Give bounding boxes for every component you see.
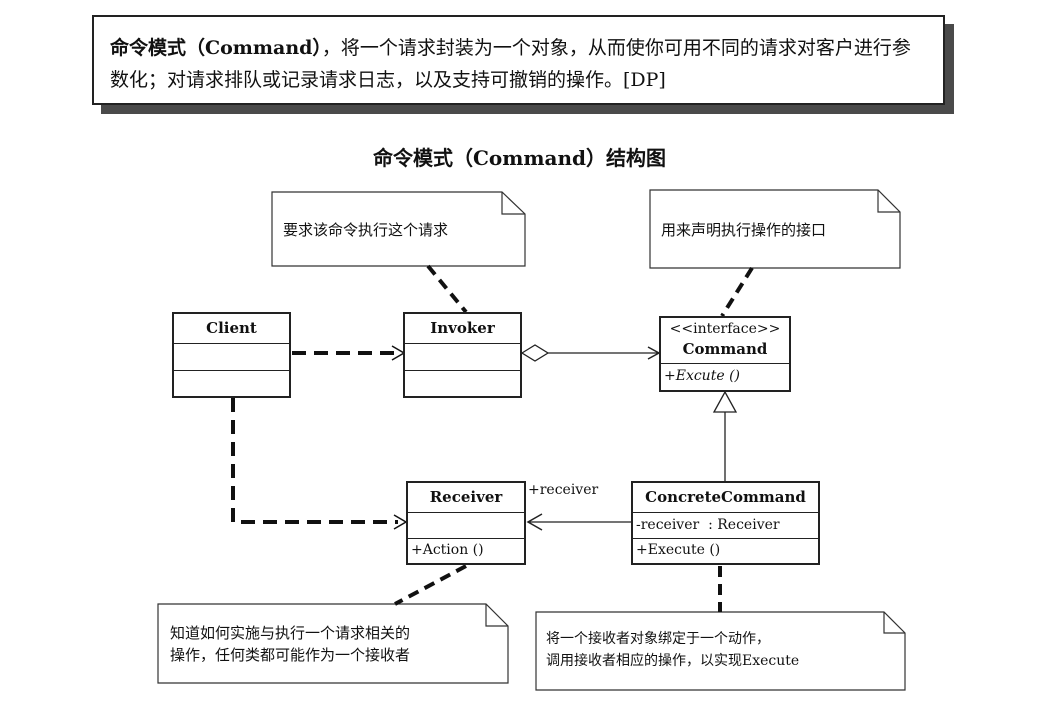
receiver-class-name: Receiver: [408, 483, 524, 513]
receiver-class: Receiver +Action (): [406, 481, 526, 565]
invoker-operations: [405, 371, 520, 396]
invoker-class: Invoker: [403, 312, 522, 398]
invoker-note-shape: [271, 191, 526, 267]
command-note-shape: [649, 189, 901, 269]
generalization-triangle: [712, 390, 738, 413]
command-operation: +Excute (): [664, 368, 740, 384]
receiver-note-line1: 知道如何实施与执行一个请求相关的: [170, 624, 411, 642]
concrete-note-shape: [535, 611, 906, 691]
concrete-note-line2: 调用接收者相应的操作，以实现Execute: [546, 653, 800, 669]
receiver-role-label: +receiver: [528, 482, 599, 498]
receiver-note-line2: 操作，任何类都可能作为一个接收者: [170, 646, 411, 664]
concrete-command-class-name: ConcreteCommand: [633, 483, 818, 513]
command-note-anchor: [720, 266, 754, 318]
aggregation-diamond: [520, 344, 550, 362]
invoker-attributes: [405, 344, 520, 371]
concrete-command-attribute: -receiver : Receiver: [633, 513, 818, 539]
receiver-operation: +Action (): [411, 542, 484, 558]
client-class-name: Client: [174, 314, 289, 344]
concrete-command-operation: +Execute (): [636, 542, 721, 558]
invoker-class-name: Invoker: [405, 314, 520, 344]
client-attributes: [174, 344, 289, 371]
concrete-command-class: ConcreteCommand -receiver : Receiver +Ex…: [631, 481, 820, 565]
command-interface: <<interface>> Command +Excute (): [659, 316, 791, 392]
client-operations: [174, 371, 289, 396]
definition-box: 命令模式（Command），将一个请求封装为一个对象，从而使你可用不同的请求对客…: [92, 15, 945, 105]
receiver-note-shape: [157, 603, 509, 684]
concrete-note-line1: 将一个接收者对象绑定于一个动作，: [546, 631, 770, 647]
command-class-name: Command: [682, 340, 768, 358]
command-header: <<interface>> Command: [661, 318, 789, 364]
invoker-note-anchor: [426, 264, 468, 314]
definition-term: 命令模式（Command）: [110, 37, 322, 59]
client-receiver-dependency: [231, 398, 398, 524]
concrete-note-text: 将一个接收者对象绑定于一个动作， 调用接收者相应的操作，以实现Execute: [546, 628, 799, 672]
command-note-text: 用来声明执行操作的接口: [661, 221, 827, 239]
definition-text: 命令模式（Command），将一个请求封装为一个对象，从而使你可用不同的请求对客…: [110, 32, 929, 96]
command-stereotype: <<interface>>: [669, 321, 781, 337]
definition-body: ，将一个请求封装为一个对象，从而使你可用不同的请求对客户进行参数化；对请求排队或…: [110, 37, 911, 91]
receiver-note-anchor: [394, 564, 467, 606]
diagram-title: 命令模式（Command）结构图: [372, 146, 667, 170]
invoker-note-text: 要求该命令执行这个请求: [283, 221, 449, 239]
client-class: Client: [172, 312, 291, 398]
receiver-attributes: [408, 513, 524, 539]
receiver-note-text: 知道如何实施与执行一个请求相关的 操作，任何类都可能作为一个接收者: [170, 622, 410, 666]
